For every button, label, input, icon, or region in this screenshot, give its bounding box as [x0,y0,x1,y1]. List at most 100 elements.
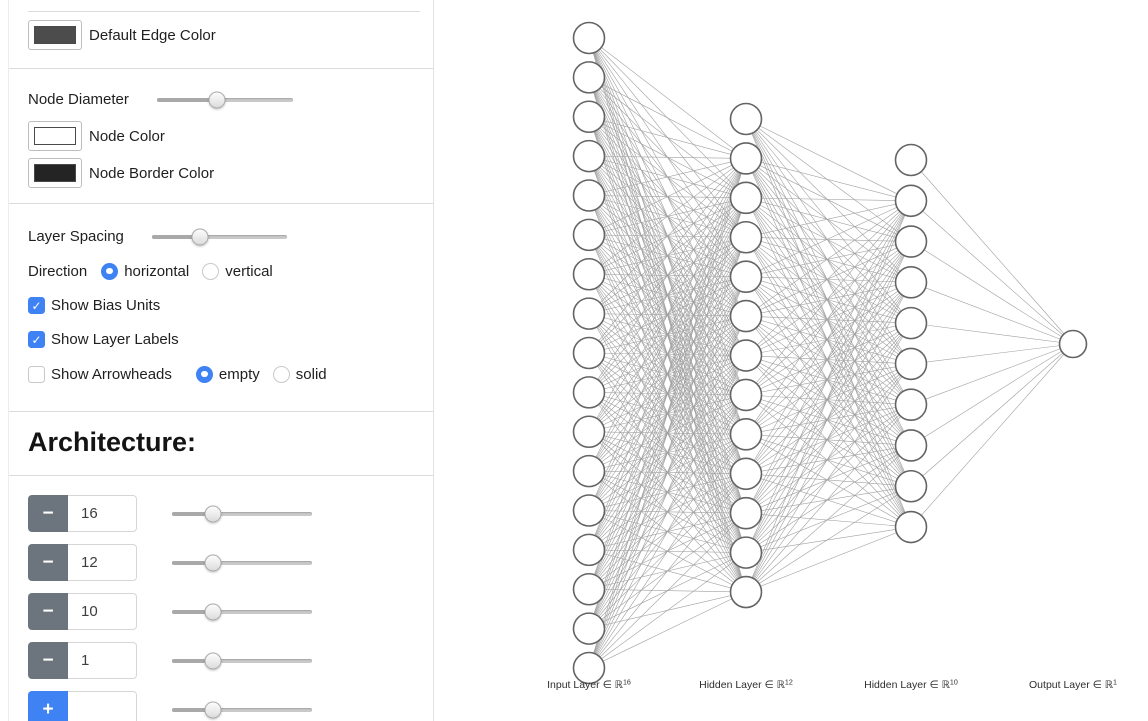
network-node[interactable] [572,415,606,449]
layer-size-input[interactable] [68,593,137,630]
section-divider [9,203,433,204]
network-edge [745,276,912,446]
arrowhead-solid-radio[interactable] [272,365,290,383]
default-edge-color-swatch[interactable] [28,20,82,50]
network-node[interactable] [572,651,606,685]
network-node[interactable] [894,469,928,503]
network-edge [745,315,912,365]
network-node[interactable] [894,225,928,258]
network-edge [745,315,912,487]
network-edge [910,343,1074,405]
bias-node[interactable] [572,21,606,55]
bias-node[interactable] [894,143,928,177]
network-node[interactable] [572,218,606,252]
network-node[interactable] [729,496,763,530]
network-edge [588,591,747,669]
show-layer-labels-checkbox[interactable]: ✓ [28,331,45,348]
direction-vertical-radio[interactable] [202,262,220,280]
layer-size-slider[interactable] [172,505,312,522]
network-node[interactable] [572,612,606,645]
network-node[interactable] [1058,329,1088,359]
bias-node[interactable] [729,102,763,136]
network-edge [910,343,1074,487]
network-node[interactable] [729,181,763,215]
slider-thumb[interactable] [204,554,222,571]
network-node[interactable] [894,510,928,544]
network-node[interactable] [894,266,928,299]
network-node[interactable] [572,336,606,370]
network-node[interactable] [572,297,606,330]
network-node[interactable] [729,536,763,569]
slider-thumb[interactable] [204,603,222,620]
direction-horizontal-radio[interactable] [101,262,119,280]
remove-layer-button[interactable]: − [28,495,68,532]
slider-thumb[interactable] [191,228,209,245]
network-edge [910,282,1074,345]
network-edge [745,282,912,435]
network-node[interactable] [729,220,763,254]
slider-fill [172,658,213,663]
network-node[interactable] [729,299,763,333]
network-node[interactable] [572,179,606,212]
network-node[interactable] [894,184,928,218]
network-node[interactable] [572,61,606,94]
layer-size-input[interactable] [68,642,137,679]
slider-thumb[interactable] [204,505,222,522]
network-node[interactable] [572,533,606,567]
layer-size-input[interactable] [68,495,137,532]
network-edge [745,394,912,405]
show-bias-units-checkbox[interactable]: ✓ [28,297,45,314]
network-edge [745,282,912,396]
layer-size-input[interactable] [68,544,137,581]
add-layer-button[interactable]: + [28,691,68,721]
network-node[interactable] [572,100,606,134]
network-edge [745,237,912,365]
network-node[interactable] [572,376,606,409]
network-node[interactable] [572,494,606,527]
slider-fill [172,560,213,565]
network-edge [588,434,747,669]
node-border-color-swatch[interactable] [28,158,82,188]
layer-size-slider[interactable] [172,701,312,718]
network-node[interactable] [894,429,928,462]
network-edge [745,200,912,317]
layer-size-input[interactable] [68,691,137,721]
slider-thumb[interactable] [204,701,222,718]
arrowhead-empty-radio[interactable] [195,365,213,383]
remove-layer-button[interactable]: − [28,593,68,630]
network-edge [745,473,912,487]
network-node[interactable] [729,418,763,451]
slider-thumb[interactable] [208,91,226,108]
remove-layer-button[interactable]: − [28,544,68,581]
network-edge [745,158,912,242]
slider-thumb[interactable] [204,652,222,669]
layer-size-slider[interactable] [172,652,312,669]
network-node[interactable] [572,139,606,173]
layer-size-slider[interactable] [172,603,312,620]
network-node[interactable] [894,306,928,340]
remove-layer-button[interactable]: − [28,642,68,679]
network-node[interactable] [729,142,763,175]
network-node[interactable] [729,339,763,372]
network-node[interactable] [572,257,606,291]
network-node[interactable] [729,575,763,609]
network-node[interactable] [729,260,763,293]
network-node[interactable] [894,388,928,421]
network-node[interactable] [894,347,928,381]
slider-fill [172,511,213,516]
node-color-swatch[interactable] [28,121,82,151]
network-edge [745,276,912,283]
network-edge [745,237,912,405]
network-node[interactable] [572,572,606,606]
network-node[interactable] [729,457,763,491]
layer-spacing-slider[interactable] [152,228,287,245]
show-arrowheads-label: Show Arrowheads [51,365,172,383]
node-diameter-slider[interactable] [157,91,293,108]
layer-size-slider[interactable] [172,554,312,571]
network-node[interactable] [729,378,763,412]
show-arrowheads-checkbox[interactable] [28,365,45,383]
network-edge [745,526,912,593]
network-node[interactable] [572,454,606,488]
network-edge [745,394,912,528]
